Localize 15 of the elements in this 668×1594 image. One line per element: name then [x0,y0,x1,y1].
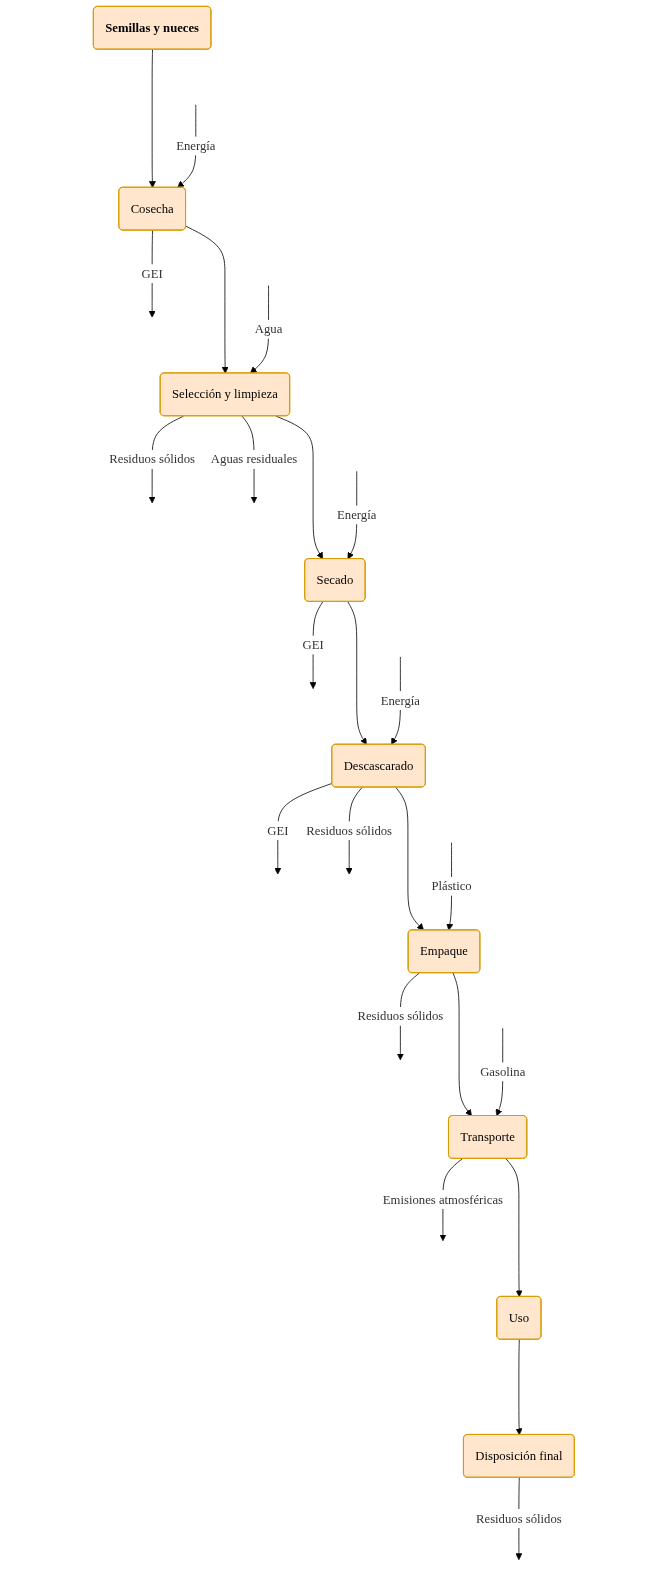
edge-label: Energía [380,693,421,707]
edge-label: Gasolina [480,1064,526,1079]
edge-label: Aguas residuales [211,452,298,466]
edge-label: GEI [267,823,289,838]
edge-label: GEI [302,637,324,652]
edge-label: Energía [337,507,377,522]
edge-label: Energía [176,138,216,153]
edge-label: Residuos sólidos [109,452,196,466]
edge-label: Residuos sólidos [306,823,393,838]
edge-label: GEI [141,266,163,281]
edge-label: Agua [254,322,283,336]
edge-label: Residuos sólidos [476,1511,562,1525]
edge-label: Residuos sólidos [357,1009,444,1023]
edge-label: Emisiones atmosféricas [382,1192,504,1206]
edge-label: Plástico [431,879,472,893]
